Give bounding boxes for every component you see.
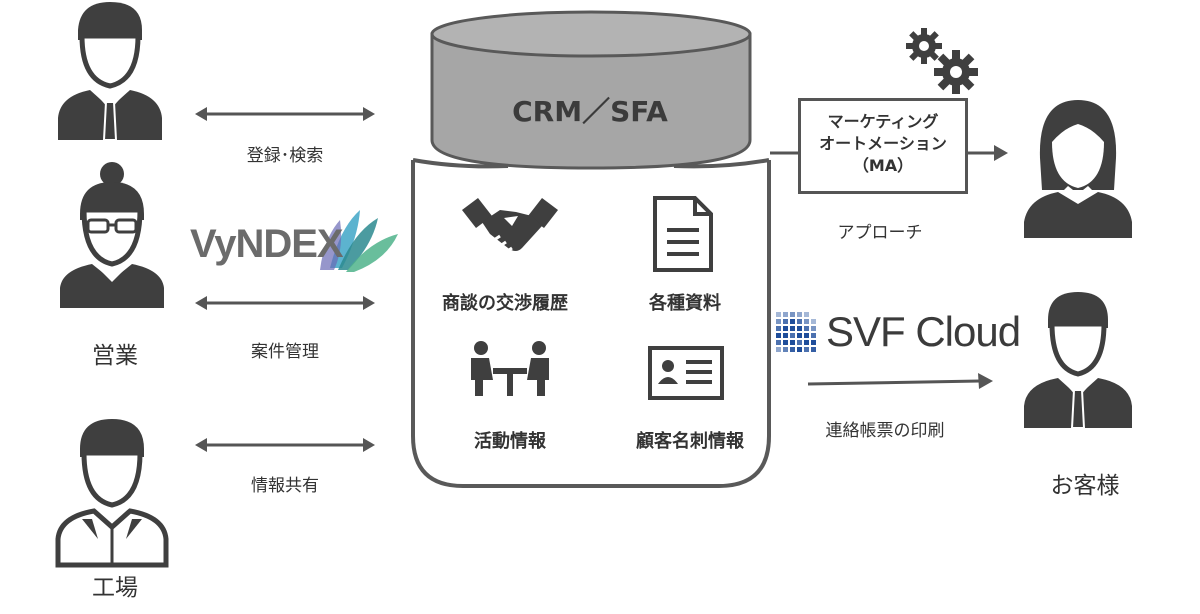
register-search-label: 登録･検索 xyxy=(246,146,324,166)
business-card-icon xyxy=(648,346,724,400)
ma-line2: オートメーション xyxy=(819,134,947,153)
salesman-icon xyxy=(58,2,162,141)
ma-line3: （MA） xyxy=(852,156,914,175)
gears-icon xyxy=(906,28,978,94)
double-arrow-case xyxy=(195,296,375,310)
vyndex-logo-text: VyNDEX xyxy=(190,222,344,266)
case-management-label: 案件管理 xyxy=(251,342,319,362)
meeting-icon xyxy=(471,341,549,396)
db-item-documents: 各種資料 xyxy=(649,293,721,314)
customer-label: お客様 xyxy=(1050,473,1120,499)
vyndex-logo: VyNDEX xyxy=(190,208,405,278)
factory-worker-icon xyxy=(55,419,169,568)
print-forms-label: 連絡帳票の印刷 xyxy=(825,421,945,441)
customer-woman-icon xyxy=(1024,100,1132,238)
customer-man-icon xyxy=(1024,292,1132,429)
saleswoman-icon xyxy=(60,162,164,308)
double-arrow-register xyxy=(195,107,375,121)
info-sharing-label: 情報共有 xyxy=(251,476,319,496)
approach-label: アプローチ xyxy=(837,223,923,243)
svf-cloud-logo-text: SVF Cloud xyxy=(826,308,1021,355)
double-arrow-sharing xyxy=(195,438,375,452)
svf-cloud-logo: SVF Cloud xyxy=(776,308,1036,360)
ma-line1: マーケティング xyxy=(827,112,939,131)
ma-box: マーケティング オートメーション （MA） xyxy=(798,98,968,194)
document-icon xyxy=(653,196,713,272)
db-item-business-cards: 顧客名刺情報 xyxy=(636,431,744,452)
print-arrow-right xyxy=(807,373,993,389)
ma-arrow-right xyxy=(968,145,1008,161)
db-item-activity: 活動情報 xyxy=(474,431,546,452)
database-title: CRM／SFA xyxy=(512,95,668,128)
handshake-icon xyxy=(462,198,558,254)
ma-line-left xyxy=(770,151,800,155)
factory-label: 工場 xyxy=(92,575,138,601)
db-item-negotiation: 商談の交渉履歴 xyxy=(442,293,568,314)
sales-label: 営業 xyxy=(92,343,138,369)
